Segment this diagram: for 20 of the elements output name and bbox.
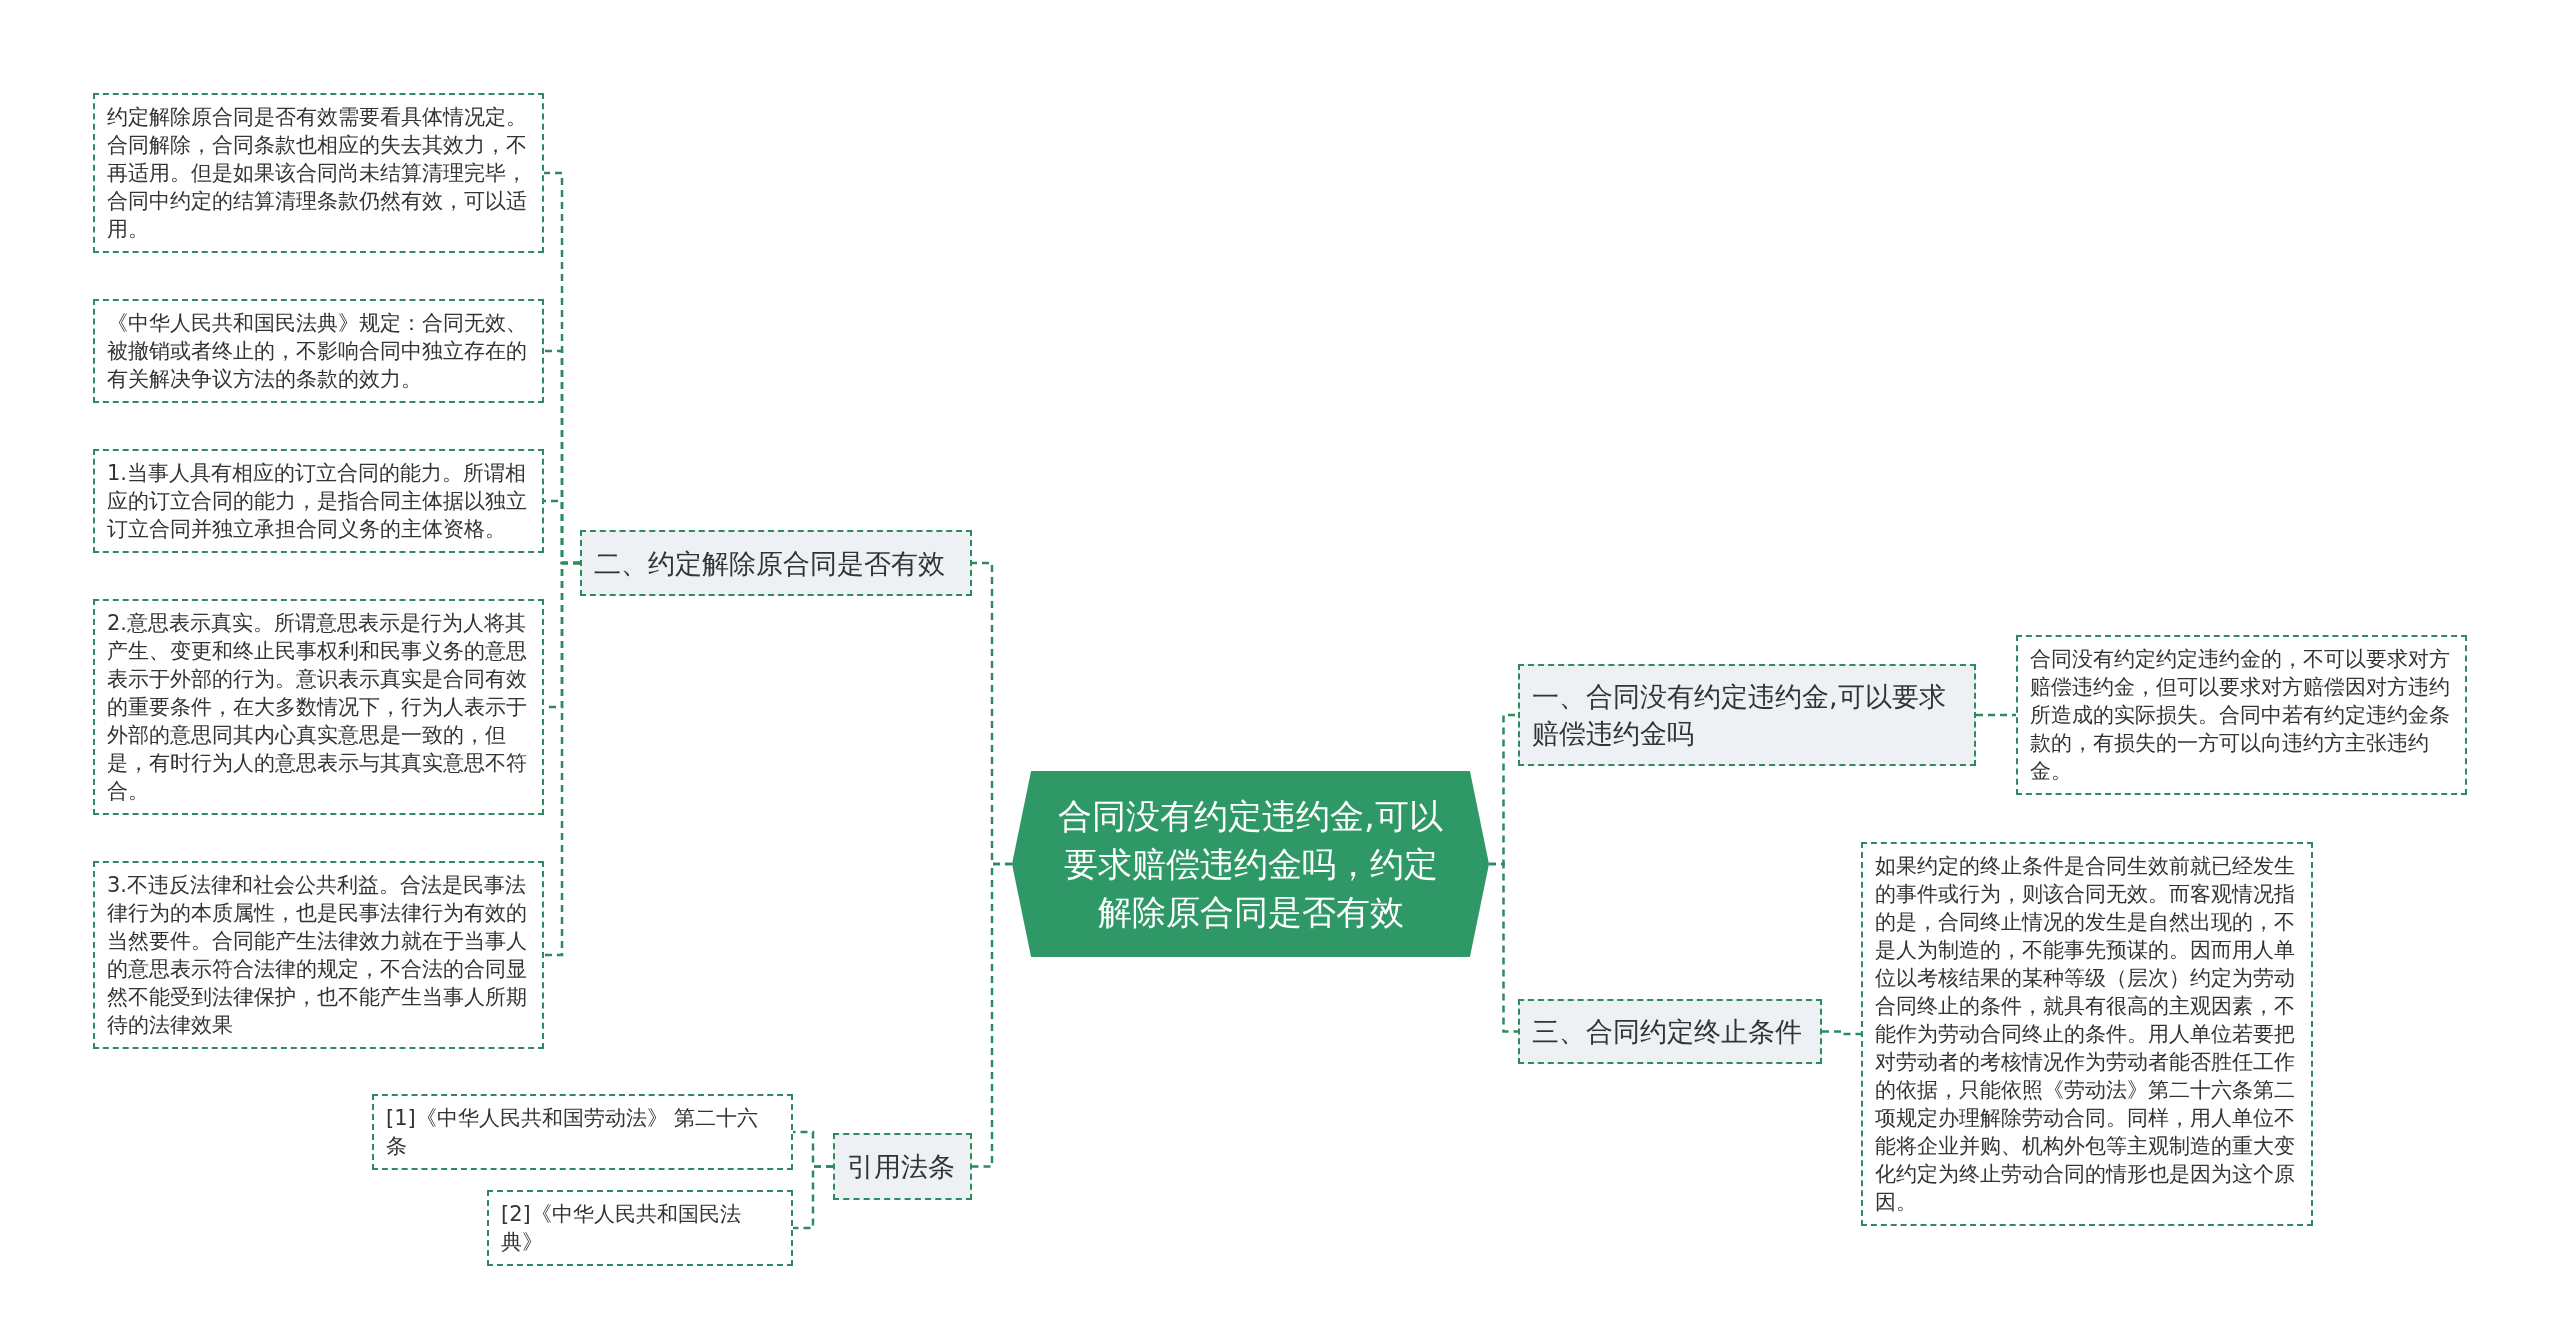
note-box: 3.不违反法律和社会公共利益。合法是民事法律行为的本质属性，也是民事法律行为有效的当然要件。合同能产生法律效力就在于当事人的意思表示符合法律的规定，不合法的合同显然不能受到法律保护，也不能产生当事人所期待的法律效果 <box>93 861 544 1049</box>
note-box: 1.当事人具有相应的订立合同的能力。所谓相应的订立合同的能力，是指合同主体据以独立订立合同并独立承担合同义务的主体资格。 <box>93 449 544 553</box>
topic-box: 一、合同没有约定违约金,可以要求赔偿违约金吗 <box>1518 664 1976 766</box>
note-box: 约定解除原合同是否有效需要看具体情况定。合同解除，合同条款也相应的失去其效力，不再适用。但是如果该合同尚未结算清理完毕，合同中约定的结算清理条款仍然有效，可以适用。 <box>93 93 544 253</box>
connector <box>793 1165 833 1230</box>
topic-box: 引用法条 <box>833 1133 972 1200</box>
note-box: 《中华人民共和国民法典》规定：合同无效、被撤销或者终止的，不影响合同中独立存在的有关解决争议方法的条款的效力。 <box>93 299 544 403</box>
note-box: [2]《中华人民共和国民法典》 <box>487 1190 793 1266</box>
note-box: 合同没有约定约定违约金的，不可以要求对方赔偿违约金，但可以要求对方赔偿因对方违约所造成的实际损失。合同中若有约定违约金条款的，有损失的一方可以向违约方主张违约金。 <box>2016 635 2467 795</box>
connector <box>544 561 580 957</box>
note-box: 2.意思表示真实。所谓意思表示是行为人将其产生、变更和终止民事权利和民事义务的意思表示于外部的行为。意识表示真实是合同有效的重要条件，在大多数情况下，行为人表示于外部的意思同其内心真实意思是一致的，但是，有时行为人的意思表示与其真实意思不符合。 <box>93 599 544 815</box>
topic-box: 三、合同约定终止条件 <box>1518 999 1822 1064</box>
connector <box>1976 713 2016 717</box>
topic-box: 二、约定解除原合同是否有效 <box>580 530 972 596</box>
central-topic: 合同没有约定违约金,可以要求赔偿违约金吗，约定解除原合同是否有效 <box>1012 771 1489 957</box>
connector <box>1489 862 1518 1033</box>
note-box: 如果约定的终止条件是合同生效前就已经发生的事件或行为，则该合同无效。而客观情况指的是，合同终止情况的发生是自然出现的，不是人为制造的，不能事先预谋的。因而用人单位以考核结果的某种等级（层次）约定为劳动合同终止的条件，就具有很高的主观因素，不能作为劳动合同终止的条件。用人单位若要把对劳动者的考核情况作为劳动者能否胜任工作的依据，只能依照《劳动法》第二十六条第二项规定办理解除劳动合同。同样，用人单位不能将企业并购、机构外包等主观制造的重大变化约定为终止劳动合同的情形也是因为这个原因。 <box>1861 842 2313 1226</box>
connector <box>972 862 1012 1168</box>
connector <box>1822 1030 1861 1036</box>
note-box: [1]《中华人民共和国劳动法》 第二十六条 <box>372 1094 793 1170</box>
